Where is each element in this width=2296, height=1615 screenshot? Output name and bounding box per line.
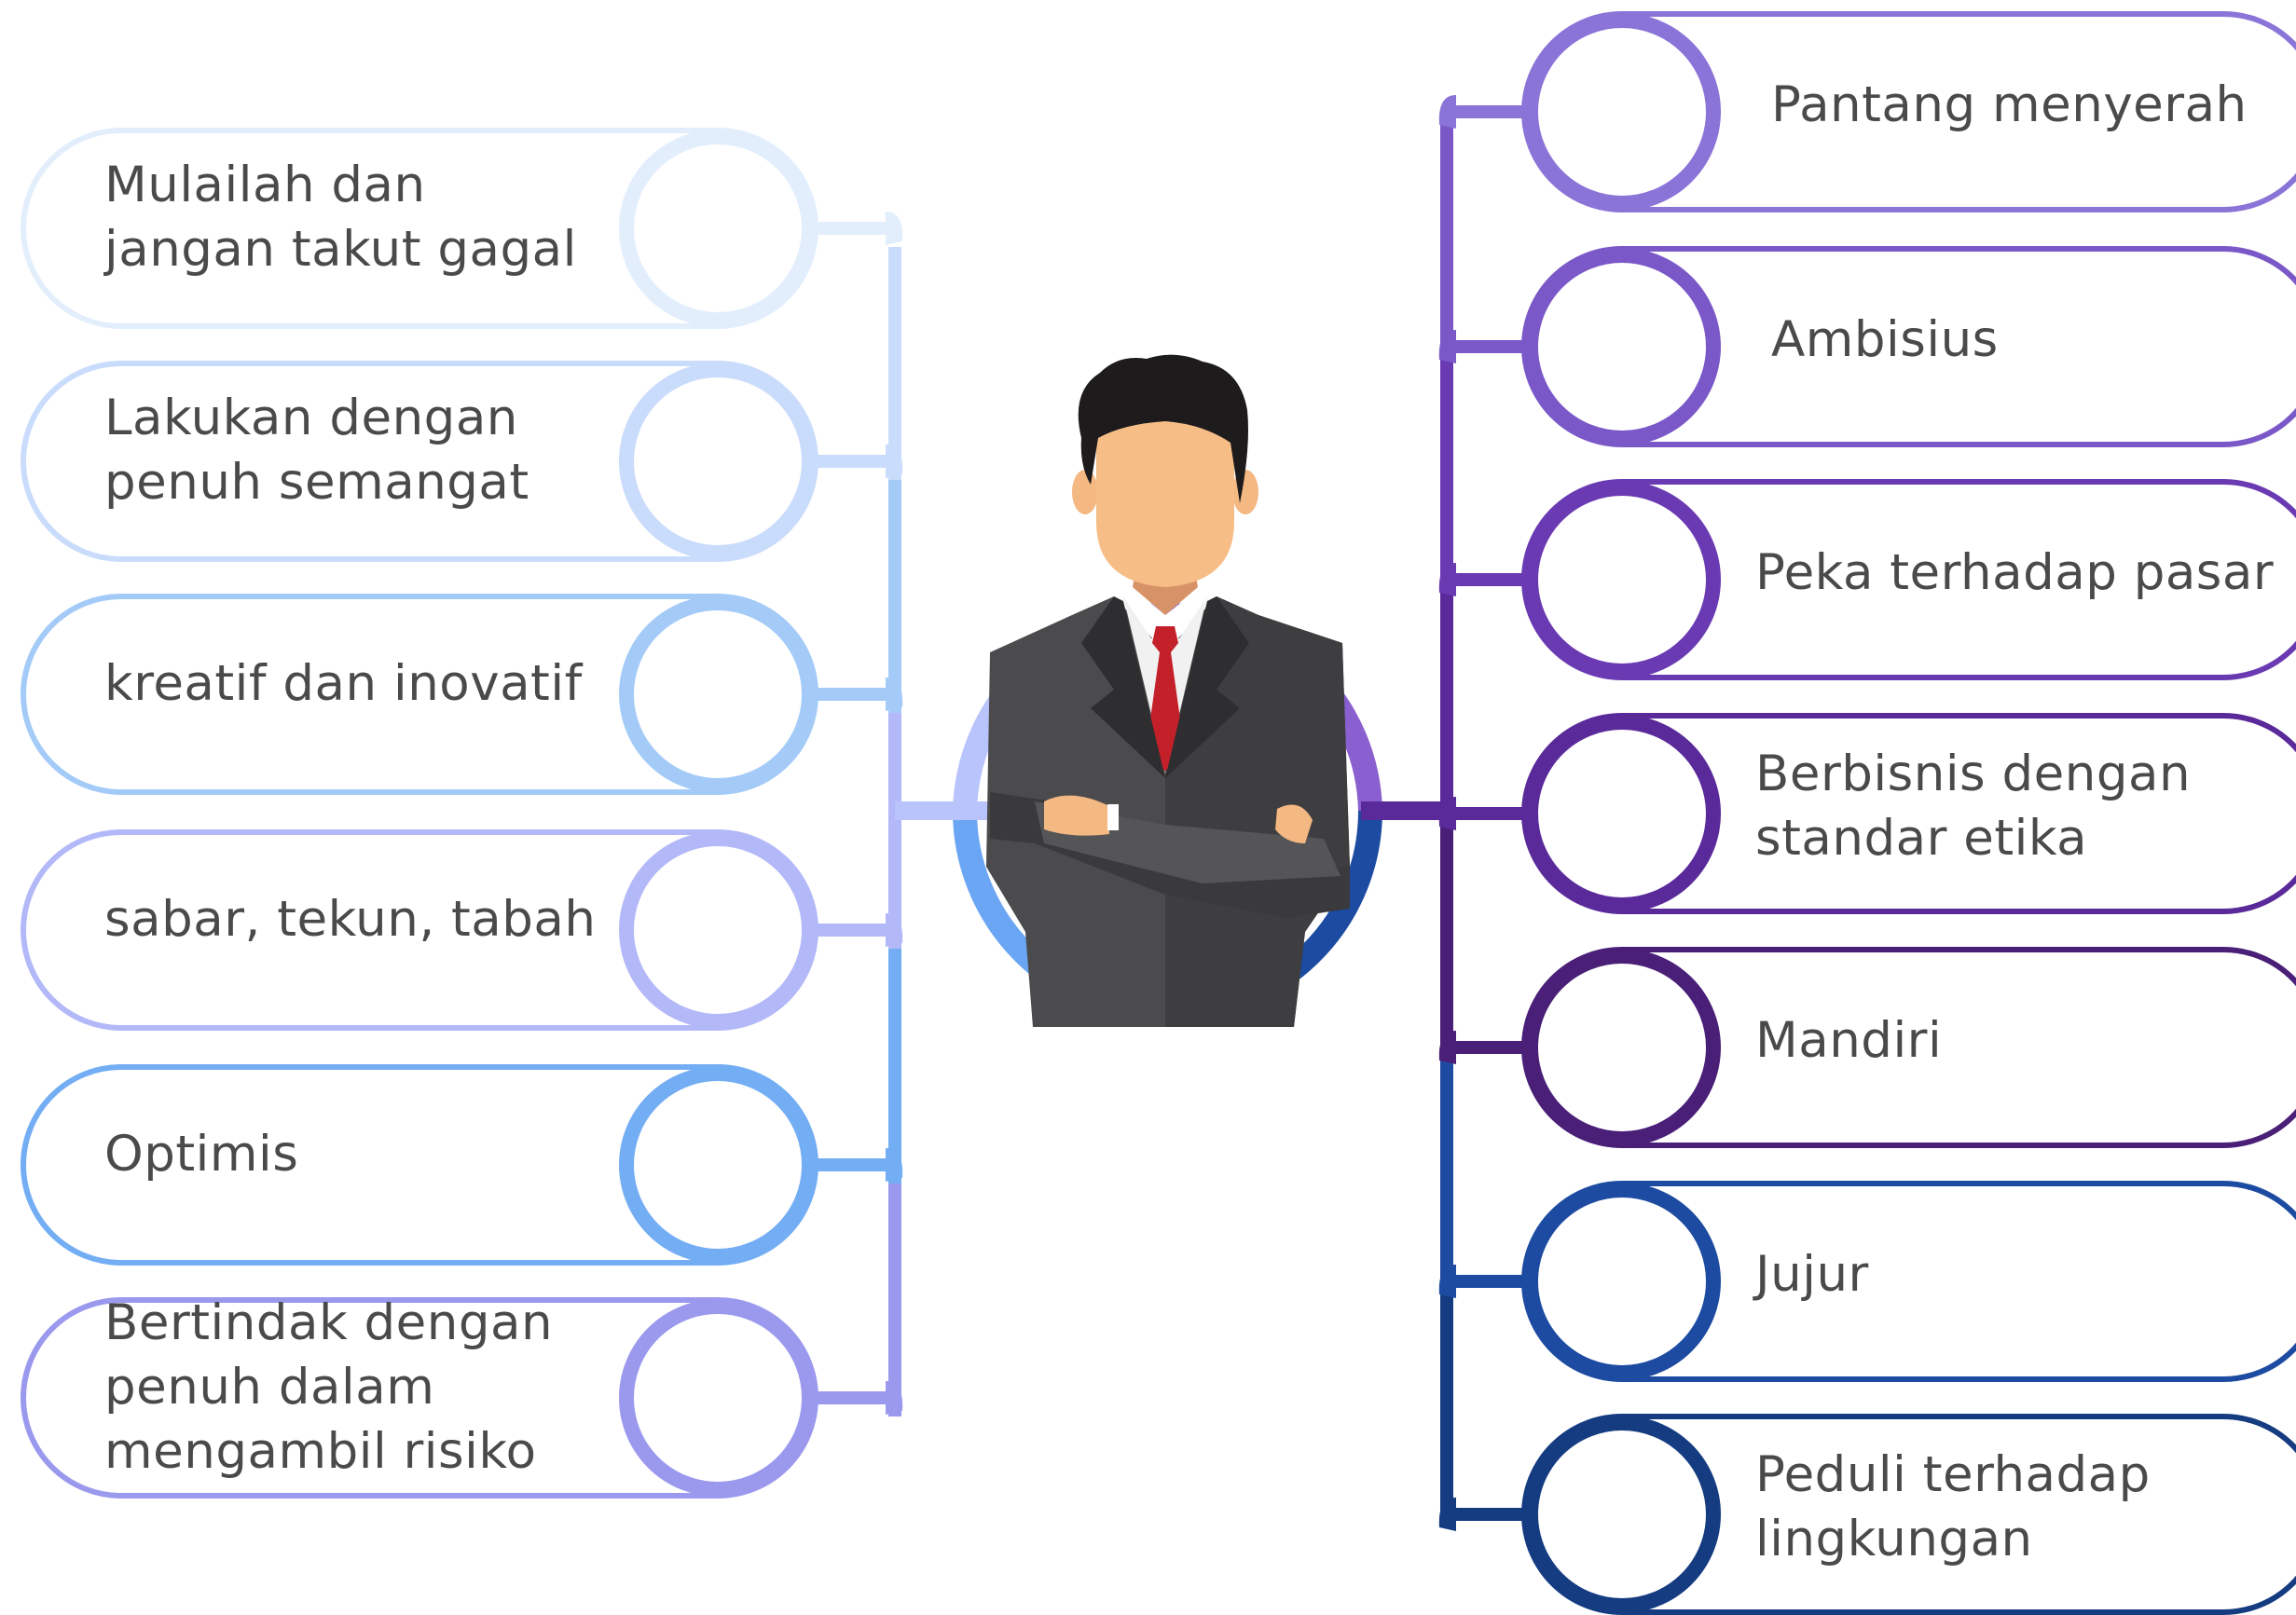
left-item-4	[21, 829, 903, 1031]
left-item-2	[21, 361, 903, 562]
left-joint-node	[886, 1148, 903, 1182]
left-circle-marker	[619, 595, 817, 793]
right-joint-node	[1438, 797, 1456, 830]
right-circle-marker	[1523, 248, 1721, 445]
right-item-label-2: Ambisius	[1771, 310, 1999, 368]
right-circle-marker	[1523, 1416, 1721, 1613]
left-item-label-4: sabar, tekun, tabah	[104, 890, 597, 948]
right-item-label-5: Mandiri	[1755, 1011, 1943, 1069]
right-joint-node	[1438, 330, 1456, 363]
businessman-arms-crossed-icon	[986, 354, 1350, 1027]
left-circle-marker	[619, 363, 817, 560]
left-item-label-3: kreatif dan inovatif	[104, 654, 583, 712]
left-item-label-5: Optimis	[104, 1125, 299, 1183]
left-item-label-2: Lakukan dengan penuh semangat	[104, 390, 529, 511]
right-item-6	[1438, 1181, 2296, 1382]
left-item-label-1: Mulailah dan jangan takut gagal	[104, 157, 577, 278]
left-item-1	[21, 128, 903, 329]
right-item-3	[1438, 479, 2296, 680]
right-item-1	[1438, 11, 2296, 212]
right-joint-node	[1438, 95, 1456, 129]
right-item-label-3: Peka terhadap pasar	[1755, 543, 2275, 601]
right-item-label-1: Pantang menyerah	[1771, 75, 2248, 133]
left-circle-marker	[619, 1299, 817, 1497]
right-joint-node	[1438, 1265, 1456, 1298]
left-joint-node	[886, 1381, 903, 1415]
right-item-label-7: Peduli terhadap lingkungan	[1755, 1446, 2151, 1567]
left-joint-node	[886, 212, 903, 245]
left-item-3	[21, 594, 903, 795]
left-joint-node	[886, 677, 903, 711]
right-circle-marker	[1523, 949, 1721, 1146]
right-item-label-4: Berbisnis dengan standar etika	[1755, 746, 2192, 867]
right-circle-marker	[1523, 715, 1721, 912]
left-joint-node	[886, 913, 903, 947]
right-item-2	[1438, 246, 2296, 447]
left-circle-marker	[619, 130, 817, 327]
right-circle-marker	[1523, 1183, 1721, 1380]
right-joint-node	[1438, 563, 1456, 596]
right-joint-node	[1438, 1498, 1456, 1531]
left-circle-marker	[619, 831, 817, 1029]
left-circle-marker	[619, 1066, 817, 1264]
right-circle-marker	[1523, 13, 1721, 211]
right-item-5	[1438, 947, 2296, 1148]
right-circle-marker	[1523, 481, 1721, 678]
right-item-4	[1438, 713, 2296, 914]
left-item-6	[21, 1297, 903, 1499]
left-item-5	[21, 1064, 903, 1266]
right-item-7	[1438, 1414, 2296, 1615]
right-item-label-6: Jujur	[1755, 1245, 1869, 1303]
right-joint-node	[1438, 1031, 1456, 1064]
left-joint-node	[886, 445, 903, 478]
left-item-label-6: Bertindak dengan penuh dalam mengambil r…	[104, 1293, 554, 1480]
